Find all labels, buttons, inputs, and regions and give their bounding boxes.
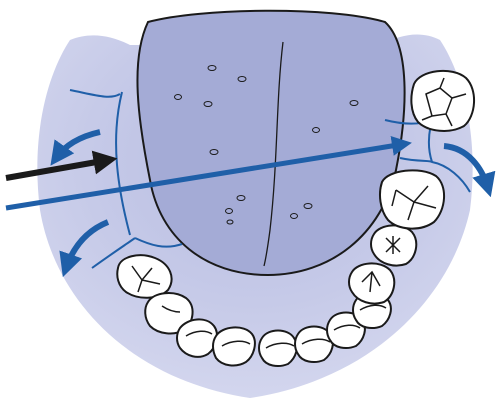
left-molar bbox=[117, 255, 171, 298]
front-tooth-1 bbox=[177, 319, 217, 356]
right-premolar-1 bbox=[349, 263, 394, 303]
right-molar-2 bbox=[411, 71, 474, 131]
front-tooth-2 bbox=[213, 327, 255, 365]
right-molar-1 bbox=[380, 170, 444, 228]
front-tooth-3 bbox=[259, 331, 297, 367]
right-premolar-2 bbox=[371, 225, 416, 265]
